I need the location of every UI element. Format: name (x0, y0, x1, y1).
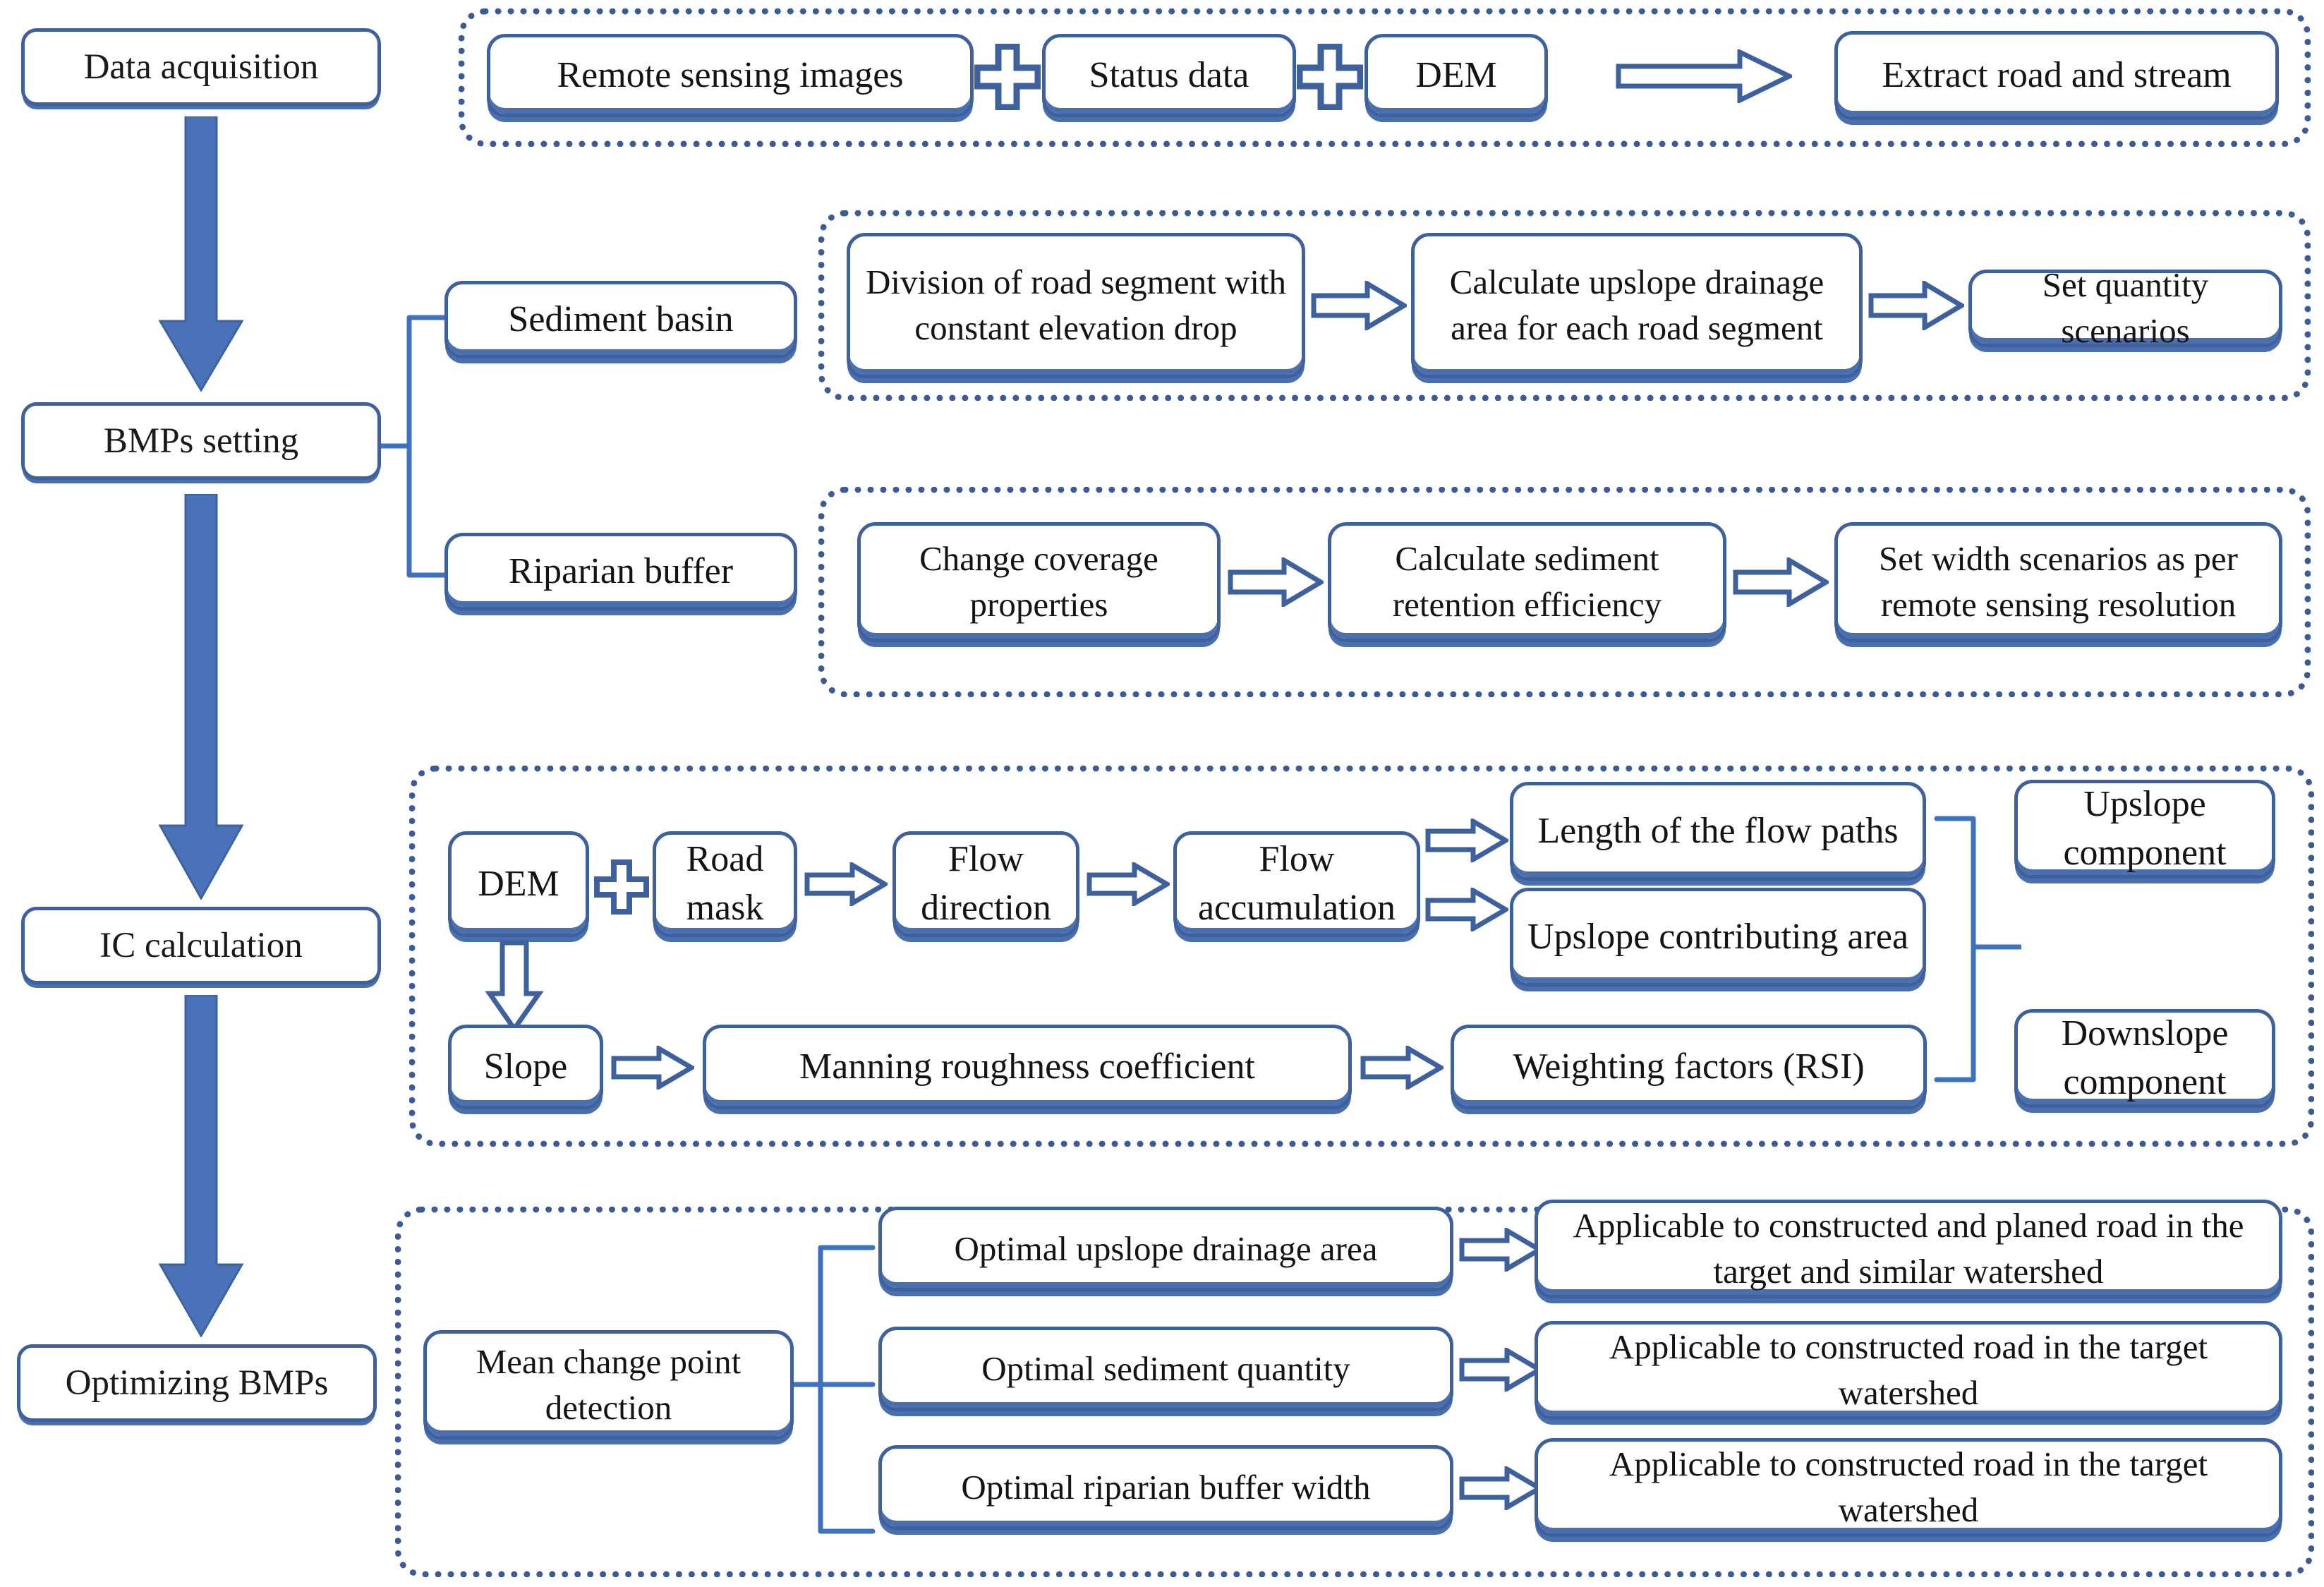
box-remote-sensing-images[interactable]: Remote sensing images (487, 34, 974, 117)
box-label: Manning roughness coefficient (799, 1046, 1255, 1087)
box-weighting-factors-rsi[interactable]: Weighting factors (RSI) (1451, 1025, 1927, 1109)
arrow-right-sediment-2 (1868, 281, 1964, 330)
box-optimal-riparian-buffer-width[interactable]: Optimal riparian buffer width (878, 1445, 1453, 1530)
arrow-right-flowacc-lower (1425, 888, 1508, 931)
arrow-down-dem-to-slope (485, 940, 543, 1032)
box-label: Mean change point detection (476, 1341, 742, 1427)
arrow-down-bmps-to-ic (159, 494, 243, 900)
box-label: Optimal riparian buffer width (961, 1467, 1371, 1507)
box-label: Upslope component (2063, 784, 2227, 873)
box-label: Flow accumulation (1197, 839, 1396, 928)
box-upslope-component[interactable]: Upslope component (2014, 780, 2275, 879)
box-label: Set quantity scenarios (2042, 265, 2209, 350)
box-division-road-segment[interactable]: Division of road segment with constant e… (847, 233, 1305, 378)
box-label: Extract road and stream (1882, 54, 2232, 95)
box-label: DEM (478, 863, 559, 904)
box-label: Weighting factors (RSI) (1513, 1046, 1865, 1087)
arrow-right-flowacc-upper (1425, 819, 1508, 862)
box-applicability-3[interactable]: Applicable to constructed road in the ta… (1535, 1438, 2282, 1537)
box-set-width-scenarios[interactable]: Set width scenarios as per remote sensin… (1834, 522, 2282, 642)
box-label: Slope (483, 1046, 568, 1087)
arrow-right-sediment-1 (1311, 281, 1407, 330)
plus-icon-3 (594, 859, 649, 915)
box-sediment-basin[interactable]: Sediment basin (444, 281, 797, 358)
box-label: Downslope component (2061, 1013, 2229, 1102)
box-label: Division of road segment with constant e… (865, 263, 1287, 347)
box-upslope-contributing-area[interactable]: Upslope contributing area (1510, 888, 1926, 986)
box-label: Upslope contributing area (1527, 916, 1909, 957)
box-optimal-upslope-drainage-area[interactable]: Optimal upslope drainage area (878, 1207, 1453, 1291)
box-label: DEM (1415, 54, 1497, 95)
arrow-right-optimizing-1 (1459, 1228, 1542, 1272)
box-slope[interactable]: Slope (448, 1025, 603, 1109)
bracket-bmps-branches (381, 296, 459, 596)
box-length-flow-paths[interactable]: Length of the flow paths (1510, 782, 1926, 881)
box-applicability-1[interactable]: Applicable to constructed and planed roa… (1535, 1200, 2282, 1298)
box-downslope-component[interactable]: Downslope component (2014, 1009, 2275, 1108)
box-flow-accumulation[interactable]: Flow accumulation (1173, 831, 1420, 937)
stage-label: IC calculation (99, 926, 303, 965)
box-label: Set width scenarios as per remote sensin… (1879, 539, 2238, 624)
box-label: Sediment basin (508, 298, 734, 339)
stage-label: Data acquisition (83, 47, 319, 87)
box-calculate-sediment-retention[interactable]: Calculate sediment retention efficiency (1328, 522, 1726, 642)
box-dem-ic[interactable]: DEM (448, 831, 589, 937)
arrow-right-optimizing-2 (1459, 1348, 1542, 1392)
arrow-right-optimizing-3 (1459, 1466, 1542, 1510)
arrow-right-riparian-2 (1733, 557, 1829, 607)
box-road-mask[interactable]: Road mask (653, 831, 797, 937)
box-label: Calculate sediment retention efficiency (1392, 539, 1662, 624)
arrow-right-riparian-1 (1228, 557, 1324, 607)
box-label: Status data (1089, 54, 1249, 95)
group-data-acquisition (459, 8, 2311, 147)
bracket-ic-components (1930, 797, 2021, 1097)
bracket-optimizing-items (794, 1228, 878, 1549)
box-mean-change-point-detection[interactable]: Mean change point detection (423, 1330, 794, 1440)
box-flow-direction[interactable]: Flow direction (892, 831, 1079, 937)
box-optimal-sediment-quantity[interactable]: Optimal sediment quantity (878, 1327, 1453, 1411)
box-extract-road-stream[interactable]: Extract road and stream (1834, 31, 2279, 120)
box-label: Length of the flow paths (1537, 810, 1899, 851)
arrow-right-ic-4 (1360, 1046, 1444, 1090)
arrow-down-ic-to-optimizing (159, 995, 243, 1337)
box-manning-roughness-coefficient[interactable]: Manning roughness coefficient (703, 1025, 1352, 1109)
box-label: Applicable to constructed road in the ta… (1609, 1444, 2208, 1529)
box-label: Applicable to constructed road in the ta… (1609, 1327, 2208, 1412)
arrow-right-ic-1 (804, 862, 888, 906)
arrow-right-extract (1616, 49, 1792, 103)
box-calculate-upslope-drainage[interactable]: Calculate upslope drainage area for each… (1411, 233, 1863, 378)
group-riparian-buffer-steps (818, 487, 2311, 697)
box-label: Optimal sediment quantity (981, 1348, 1350, 1388)
box-label: Optimal upslope drainage area (954, 1229, 1378, 1268)
box-riparian-buffer[interactable]: Riparian buffer (444, 533, 797, 610)
arrow-right-ic-3 (611, 1046, 694, 1090)
arrow-right-ic-2 (1087, 862, 1170, 906)
box-set-quantity-scenarios[interactable]: Set quantity scenarios (1968, 265, 2282, 350)
box-applicability-2[interactable]: Applicable to constructed road in the ta… (1535, 1321, 2282, 1420)
box-label: Flow direction (921, 839, 1051, 928)
box-status-data[interactable]: Status data (1042, 34, 1296, 117)
box-label: Applicable to constructed and planed roa… (1573, 1206, 2244, 1291)
stage-data-acquisition[interactable]: Data acquisition (21, 28, 381, 106)
stage-label: Optimizing BMPs (65, 1363, 329, 1403)
box-label: Remote sensing images (557, 54, 904, 95)
arrow-down-acquisition-to-bmps (159, 116, 243, 392)
stage-optimizing-bmps[interactable]: Optimizing BMPs (17, 1344, 377, 1422)
box-label: Change coverage properties (919, 539, 1158, 624)
plus-icon-1 (974, 44, 1041, 110)
stage-ic-calculation[interactable]: IC calculation (21, 907, 381, 984)
stage-bmps-setting[interactable]: BMPs setting (21, 402, 381, 480)
box-dem-input[interactable]: DEM (1364, 34, 1548, 117)
plus-icon-2 (1297, 44, 1363, 110)
box-label: Road mask (686, 839, 764, 928)
box-label: Riparian buffer (508, 550, 734, 591)
group-ic-calculation (409, 766, 2314, 1147)
stage-label: BMPs setting (103, 421, 299, 461)
box-change-coverage-properties[interactable]: Change coverage properties (857, 522, 1221, 642)
group-sediment-basin-steps (818, 210, 2311, 401)
box-label: Calculate upslope drainage area for each… (1449, 263, 1824, 347)
